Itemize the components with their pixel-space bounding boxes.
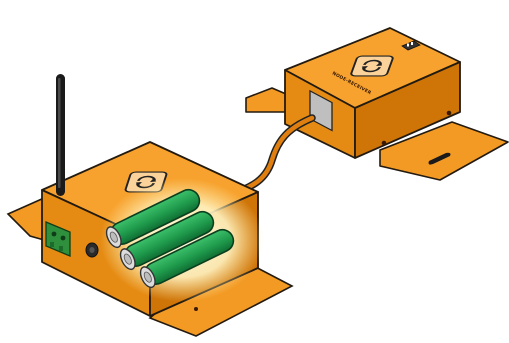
sensor-mount-plate-left bbox=[8, 198, 44, 240]
receiver-rotate-arrows-icon bbox=[350, 56, 393, 76]
sensor-screw-hole bbox=[194, 307, 198, 311]
receiver-screw-hole bbox=[447, 111, 452, 116]
sensor-device bbox=[8, 74, 292, 336]
round-connector-icon bbox=[86, 243, 98, 257]
antenna-icon bbox=[56, 74, 65, 196]
receiver-screw-hole bbox=[382, 141, 387, 146]
receiver-device: NODE-RECEIVER bbox=[246, 28, 508, 180]
